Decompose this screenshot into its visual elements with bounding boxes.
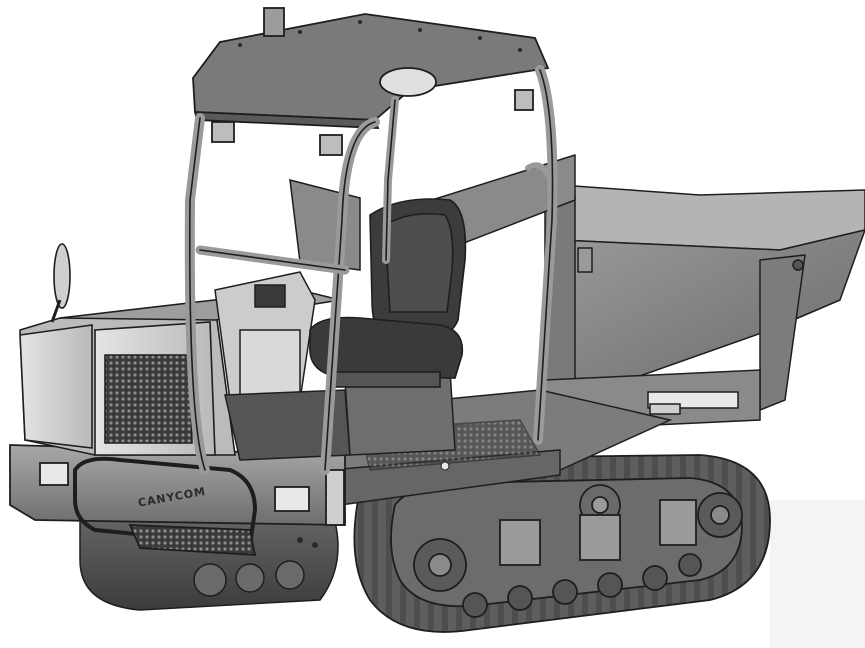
dump-bed	[399, 154, 865, 411]
side-mirror	[50, 243, 71, 323]
operator-console	[214, 271, 456, 461]
rear-panel	[289, 178, 361, 271]
beacon-light	[263, 7, 285, 37]
road-wheels	[462, 553, 702, 618]
background-fade	[770, 500, 865, 648]
right-track	[353, 454, 771, 633]
fasteners	[238, 20, 522, 548]
bogie-brackets	[499, 499, 697, 566]
canopy	[184, 7, 558, 475]
front-bumper: CANYCOM	[9, 444, 346, 556]
